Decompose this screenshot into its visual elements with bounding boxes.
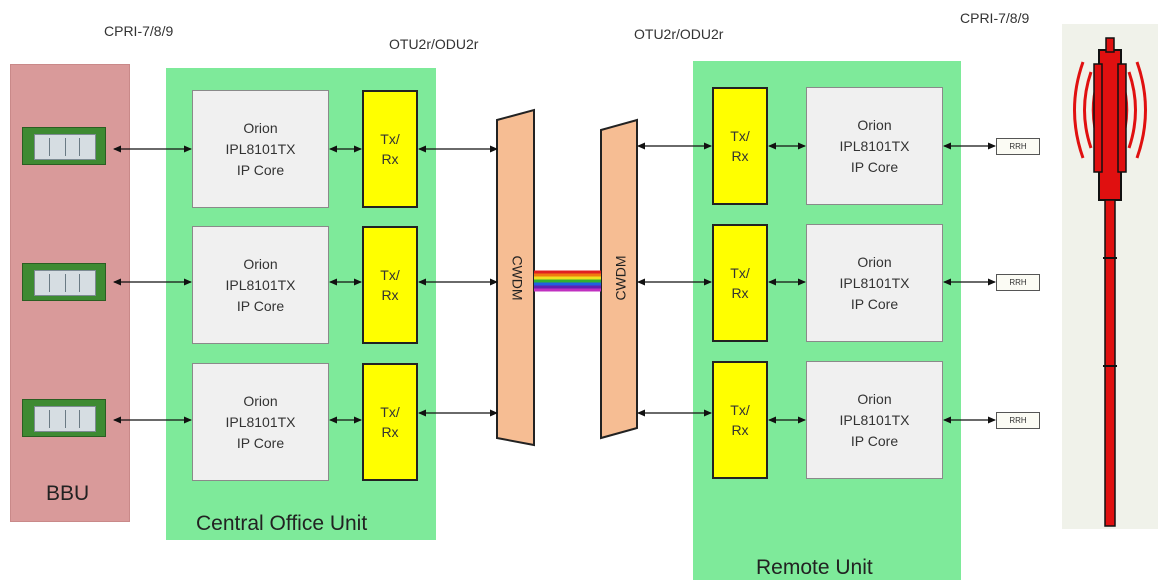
cwdm-label-right: CWDM: [613, 255, 629, 300]
antenna-tower-icon: [1075, 38, 1146, 526]
fiber-bundle: [534, 272, 601, 290]
cwdm-label-left: CWDM: [510, 255, 526, 300]
